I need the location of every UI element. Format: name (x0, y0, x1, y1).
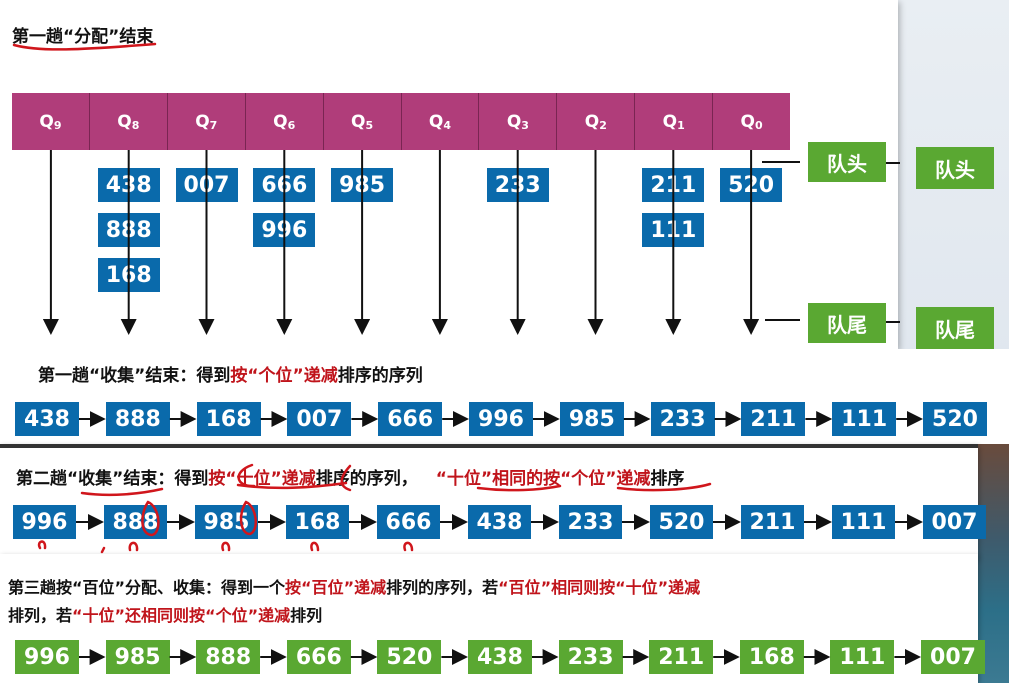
queue-q8-item: 438 (98, 168, 160, 202)
pass3-sequence-item: 888 (196, 640, 260, 674)
pass2-sequence-item: 985 (195, 505, 258, 539)
pass3-sequence-item: 211 (649, 640, 713, 674)
queue-head-label-duplicate: 队头 (916, 147, 994, 189)
pass2-sequence-item: 111 (832, 505, 895, 539)
queue-q3-item: 233 (487, 168, 549, 202)
pass2-sequence-item: 520 (650, 505, 713, 539)
queue-q0-item: 520 (720, 168, 782, 202)
queue-q7-item: 007 (176, 168, 238, 202)
pass2-collect-panel: 第二趟“收集”结束：得到按“十位”递减排序的序列，“十位”相同的按“个位”递减排… (0, 444, 978, 558)
pass2-sequence-item: 996 (13, 505, 76, 539)
pass3-title-line2: 排列，若“十位”还相同则按“个位”递减排列 (8, 602, 322, 626)
pass1-sequence-item: 211 (741, 402, 805, 436)
queue-head-label: 队头 (808, 142, 886, 182)
pass1-sequence-item: 888 (106, 402, 170, 436)
pass1-sequence-item: 520 (923, 402, 987, 436)
pass1-distribute-title: 第一趟“分配”结束 (12, 22, 153, 47)
pass1-sequence-item: 666 (378, 402, 442, 436)
pass1-sequence-item: 233 (651, 402, 715, 436)
pass2-collect-title: 第二趟“收集”结束：得到按“十位”递减排序的序列，“十位”相同的按“个位”递减排… (16, 464, 684, 489)
pass3-sequence-item: 111 (830, 640, 894, 674)
queue-q8-item: 888 (98, 213, 160, 247)
pass1-sequence-item: 985 (560, 402, 624, 436)
pass1-sequence-item: 438 (15, 402, 79, 436)
queue-tail-label: 队尾 (808, 303, 886, 343)
pass2-sequence-item: 438 (468, 505, 531, 539)
pass1-sequence-item: 111 (832, 402, 896, 436)
queue-q1-item: 211 (642, 168, 704, 202)
pass2-sequence-item: 211 (741, 505, 804, 539)
pass1-sequence-item: 007 (287, 402, 351, 436)
pass3-sequence-item: 666 (287, 640, 351, 674)
pass1-sequence-item: 168 (197, 402, 261, 436)
queue-q8-item: 168 (98, 258, 160, 292)
pass3-sequence-item: 996 (15, 640, 79, 674)
pass3-sequence-item: 985 (106, 640, 170, 674)
pass2-sequence-item: 007 (923, 505, 986, 539)
pass2-sequence-item: 666 (377, 505, 440, 539)
pass3-title-line1: 第三趟按“百位”分配、收集：得到一个按“百位”递减排列的序列，若“百位”相同则按… (8, 574, 700, 598)
pass3-sequence-item: 438 (468, 640, 532, 674)
pass1-collect-title: 第一趟“收集”结束：得到按“个位”递减排序的序列 (38, 361, 423, 386)
pass3-sequence-item: 233 (559, 640, 623, 674)
pass3-sequence-item: 168 (740, 640, 804, 674)
pass2-sequence-item: 888 (104, 505, 167, 539)
pass3-sequence-item: 520 (377, 640, 441, 674)
queue-q5-item: 985 (331, 168, 393, 202)
pass2-sequence-item: 168 (286, 505, 349, 539)
queue-q6-item: 996 (253, 213, 315, 247)
pass1-sequence-item: 996 (469, 402, 533, 436)
queue-tail-label-duplicate: 队尾 (916, 307, 994, 349)
queue-q1-item: 111 (642, 213, 704, 247)
pass3-sequence-item: 007 (921, 640, 985, 674)
pass2-sequence-item: 233 (559, 505, 622, 539)
queue-q6-item: 666 (253, 168, 315, 202)
